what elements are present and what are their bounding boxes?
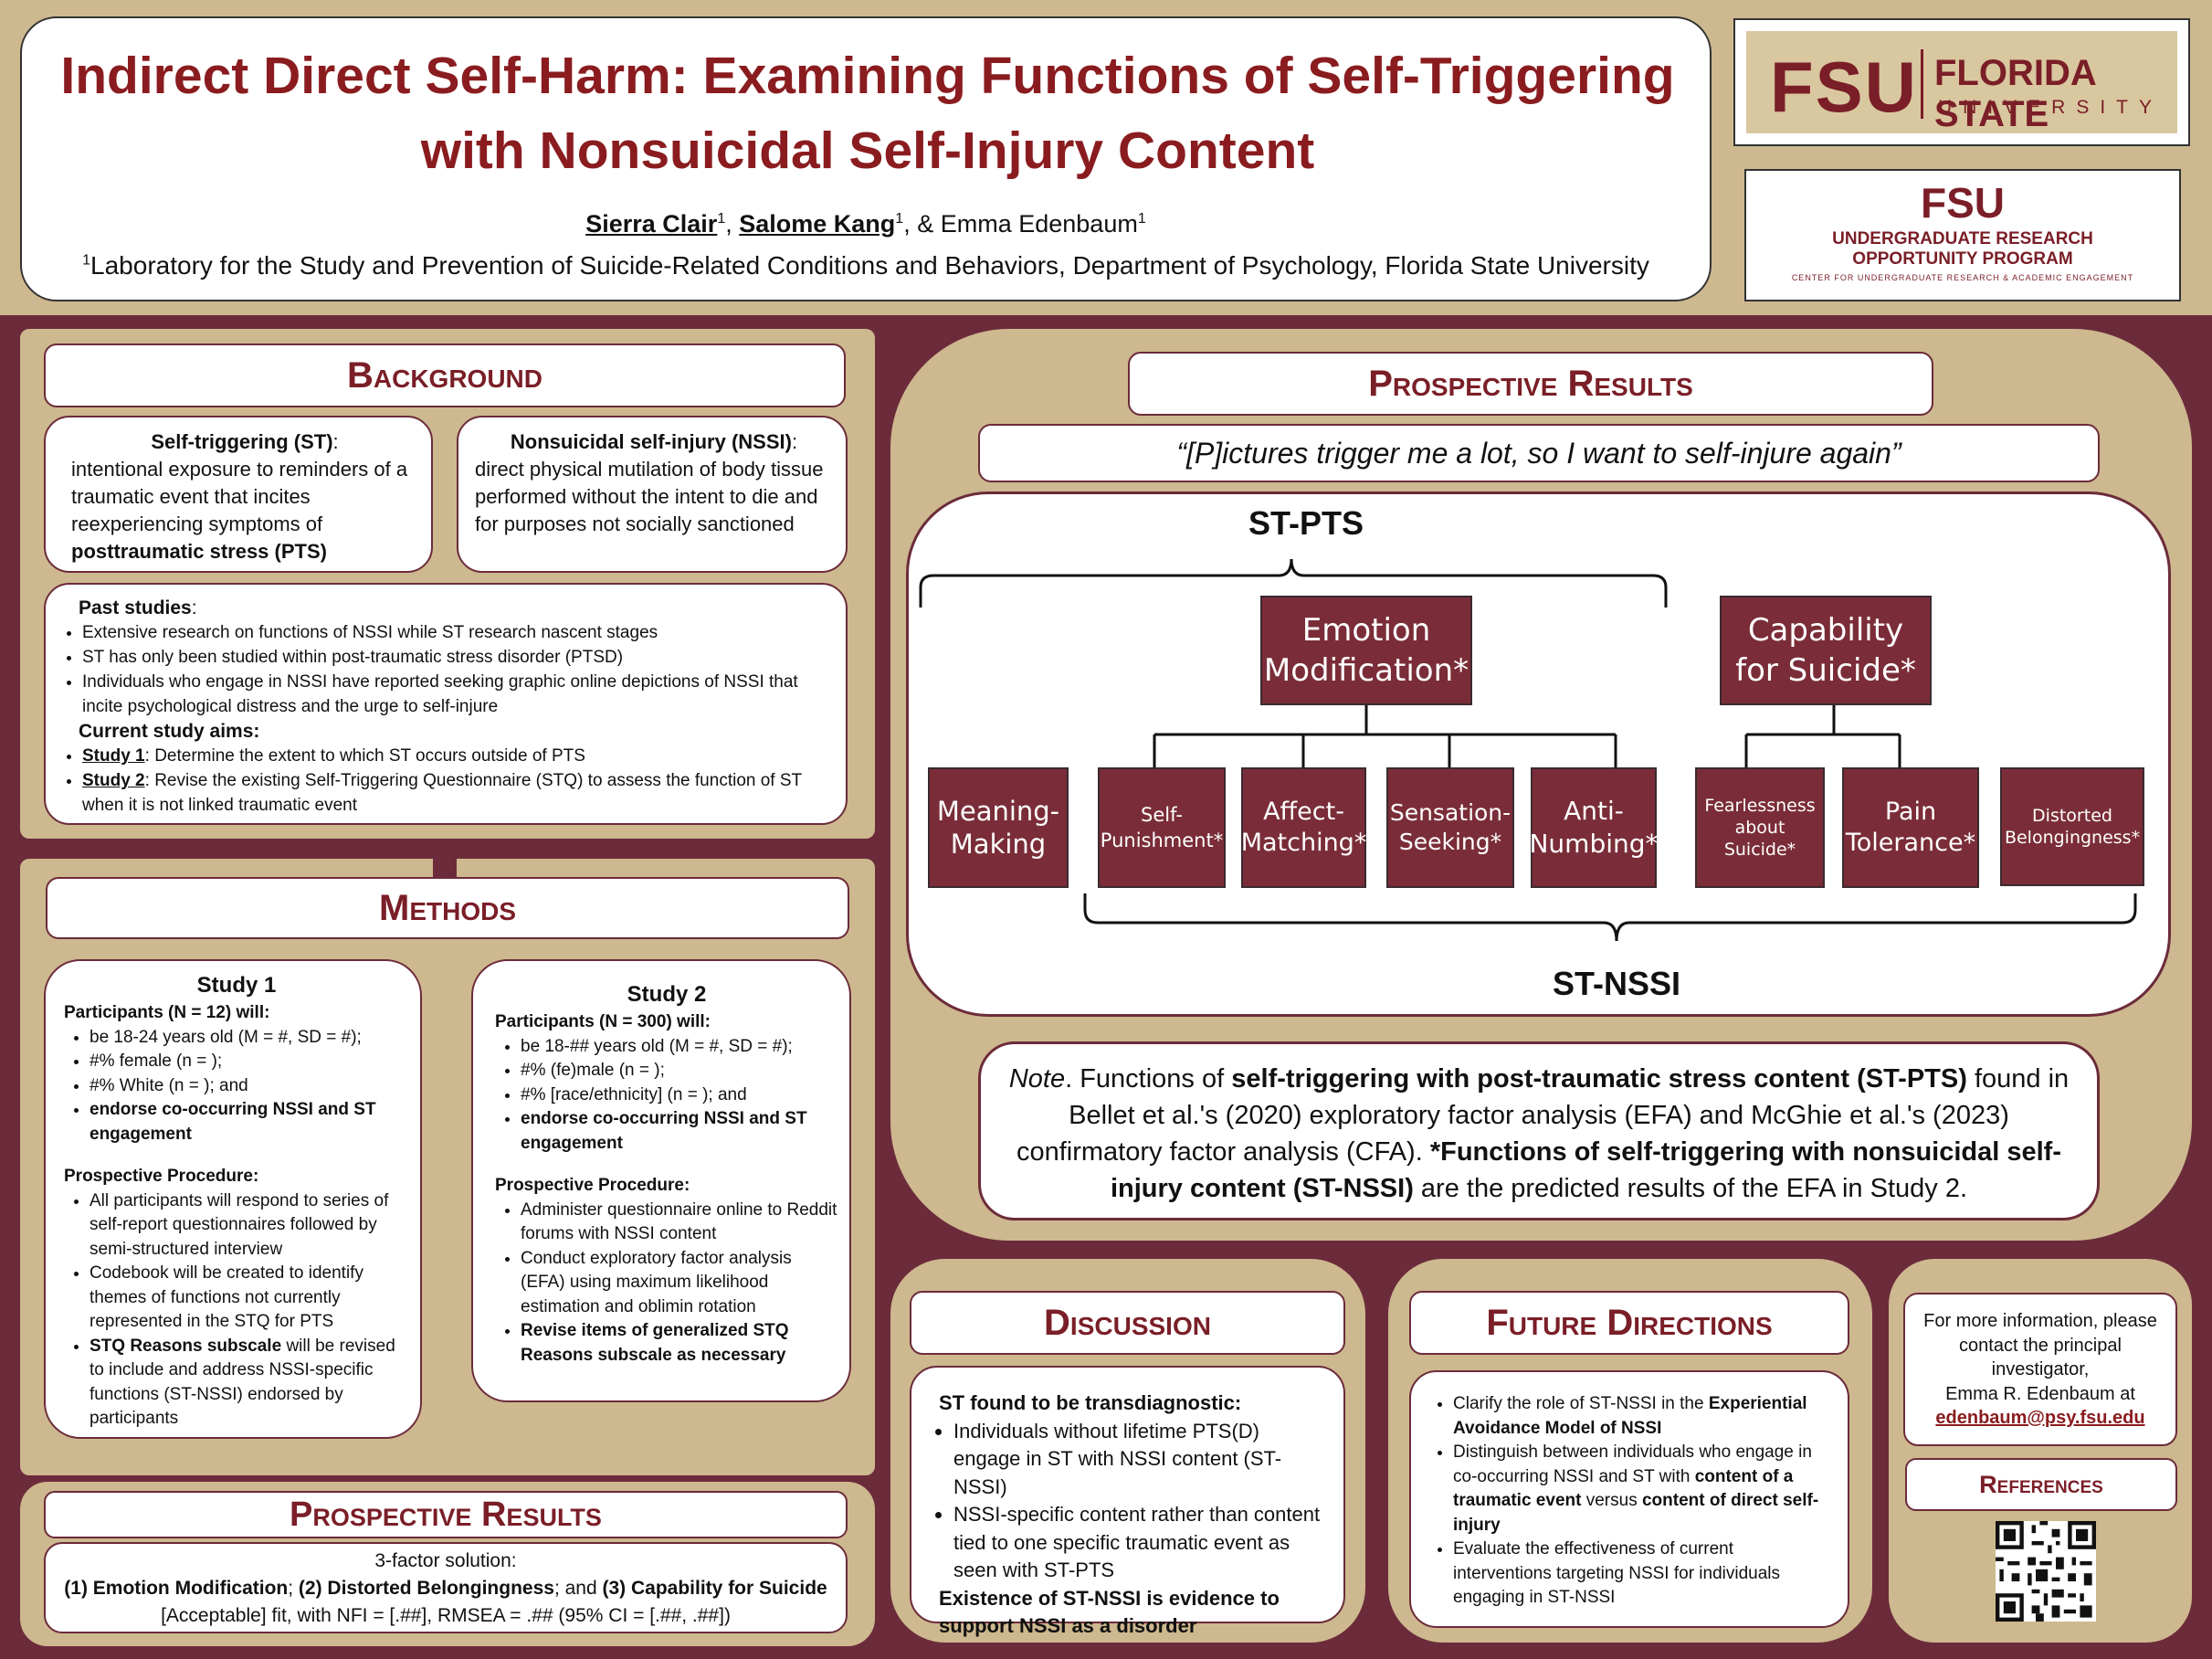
discussion-conclusion: Existence of ST-NSSI is evidence to supp… [939, 1586, 1280, 1638]
factor-solution-label: 3-factor solution: [374, 1550, 517, 1571]
function-box-affect-matching: Affect-Matching* [1241, 767, 1366, 888]
urop-logo: FSU UNDERGRADUATE RESEARCH OPPORTUNITY P… [1744, 169, 2181, 301]
participant-quote: “[P]ictures trigger me a lot, so I want … [978, 424, 2100, 482]
functions-diagram-panel [906, 491, 2171, 1017]
authors: Sierra Clair1, Salome Kang1, & Emma Eden… [585, 210, 1146, 238]
fsu-logo-mark: FSU [1770, 47, 1918, 127]
urop-line2: OPPORTUNITY PROGRAM [1852, 249, 2073, 269]
past-study-item: Extensive research on functions of NSSI … [82, 620, 833, 645]
study1-title: Study 1 [196, 973, 277, 998]
methods-heading: Methods [46, 877, 849, 939]
contact-text: For more information, please contact the… [1923, 1311, 2157, 1379]
title-panel [20, 16, 1712, 301]
affiliation: 1Laboratory for the Study and Prevention… [82, 251, 1649, 280]
function-box-sensation-seeking: Sensation-Seeking* [1386, 767, 1514, 888]
function-box-self-punishment: Self-Punishment* [1098, 767, 1226, 888]
nssi-term: Nonsuicidal self-injury (NSSI) [510, 430, 792, 453]
function-box-fearlessness-about-suicide: Fearlessness about Suicide* [1695, 767, 1825, 888]
study2-participant-list: be 18-## years old (M = #, SD = #); #% (… [495, 1035, 838, 1157]
aim-item-1: Study 1: Determine the extent to which S… [82, 744, 833, 768]
fsu-logo-name2: UNIVERSITY [1938, 97, 2164, 118]
author-2: Salome Kang [739, 210, 896, 238]
function-box-meaning-making: Meaning-Making [928, 767, 1069, 888]
study1-procedure-list: All participants will respond to series … [64, 1189, 409, 1432]
function-box-capability-for-suicide: Capability for Suicide* [1720, 596, 1932, 705]
discussion-heading: Discussion [910, 1291, 1345, 1355]
function-box-emotion-modification: Emotion Modification* [1260, 596, 1472, 705]
nssi-definition-box: Nonsuicidal self-injury (NSSI): direct p… [457, 416, 848, 573]
study1-participant-list: be 18-24 years old (M = #, SD = #); #% f… [64, 1026, 409, 1147]
study1-procedure-label: Prospective Procedure: [64, 1167, 259, 1186]
st-term: Self-triggering (ST) [151, 430, 333, 453]
fsu-logo-divider [1921, 49, 1923, 119]
author-3: & Emma Edenbaum [917, 210, 1138, 238]
discussion-lead: ST found to be transdiagnostic: [939, 1391, 1242, 1414]
study2-participants: Participants (N = 300) will: [495, 1012, 711, 1031]
urop-line3: CENTER FOR UNDERGRADUATE RESEARCH & ACAD… [1791, 273, 2134, 282]
future-directions-box: Clarify the role of ST-NSSI in the Exper… [1409, 1370, 1849, 1628]
background-heading: Background [44, 343, 846, 407]
author-1: Sierra Clair [585, 210, 718, 238]
references-qr-code[interactable] [1996, 1521, 2096, 1622]
poster-title: Indirect Direct Self-Harm: Examining Fun… [27, 38, 1708, 188]
study2-title: Study 2 [627, 982, 707, 1007]
prospective-results-right-heading: Prospective Results [1128, 352, 1933, 416]
references-heading: References [1905, 1458, 2177, 1511]
past-studies-label: Past studies [79, 597, 192, 618]
urop-line1: UNDERGRADUATE RESEARCH [1832, 229, 2093, 248]
future-directions-list: Clarify the role of ST-NSSI in the Exper… [1431, 1392, 1835, 1611]
function-box-anti-numbing: Anti-Numbing* [1529, 767, 1659, 888]
study1-box: Study 1 Participants (N = 12) will: be 1… [44, 959, 422, 1439]
fsu-logo: FSU FLORIDA STATE UNIVERSITY [1733, 18, 2190, 146]
contact-email[interactable]: edenbaum@psy.fsu.edu [1935, 1408, 2145, 1428]
function-box-distorted-belongingness: Distorted Belongingness* [2000, 767, 2144, 886]
past-studies-box: Past studies: Extensive research on func… [44, 583, 848, 825]
future-directions-heading: Future Directions [1409, 1291, 1849, 1355]
study2-procedure-label: Prospective Procedure: [495, 1176, 690, 1195]
st-definition-box: Self-triggering (ST): intentional exposu… [44, 416, 433, 573]
st-nssi-label: ST-NSSI [1552, 965, 1681, 1002]
aims-label: Current study aims: [79, 721, 260, 742]
fit-statistics: [Acceptable] fit, with NFI = [.##], RMSE… [161, 1605, 731, 1626]
study1-participants: Participants (N = 12) will: [64, 1003, 270, 1022]
study2-procedure-list: Administer questionnaire online to Reddi… [495, 1199, 838, 1368]
function-box-pain-tolerance: Pain Tolerance* [1842, 767, 1979, 888]
discussion-list: Individuals without lifetime PTS(D) enga… [930, 1418, 1331, 1585]
factor-list: (1) Emotion Modification; (2) Distorted … [64, 1578, 827, 1599]
contact-box: For more information, please contact the… [1903, 1293, 2177, 1446]
nssi-def: direct physical mutilation of body tissu… [475, 458, 824, 535]
st-def-bold: posttraumatic stress (PTS) [71, 540, 327, 563]
poster-title-line2: with Nonsuicidal Self-Injury Content [420, 122, 1315, 180]
urop-logo-mark: FSU [1921, 179, 2005, 227]
prospective-results-left-box: 3-factor solution: (1) Emotion Modificat… [44, 1542, 848, 1633]
poster-title-line1: Indirect Direct Self-Harm: Examining Fun… [60, 47, 1675, 105]
past-study-item: ST has only been studied within post-tra… [82, 645, 833, 670]
prospective-results-left-heading: Prospective Results [44, 1491, 848, 1538]
study2-box: Study 2 Participants (N = 300) will: be … [471, 959, 851, 1402]
methods-divider [433, 859, 457, 879]
past-study-item: Individuals who engage in NSSI have repo… [82, 670, 833, 719]
st-def: intentional exposure to reminders of a t… [71, 458, 408, 535]
aims-list: Study 1: Determine the extent to which S… [58, 744, 833, 818]
fsu-logo-name1: FLORIDA STATE [1934, 53, 2096, 134]
past-studies-list: Extensive research on functions of NSSI … [58, 620, 833, 719]
figure-note: Note. Functions of self-triggering with … [978, 1041, 2100, 1220]
aim-item-2: Study 2: Revise the existing Self-Trigge… [82, 768, 833, 818]
st-pts-label: ST-PTS [1248, 504, 1364, 542]
discussion-box: ST found to be transdiagnostic: Individu… [910, 1366, 1345, 1637]
contact-name: Emma R. Edenbaum at [1945, 1383, 2135, 1404]
